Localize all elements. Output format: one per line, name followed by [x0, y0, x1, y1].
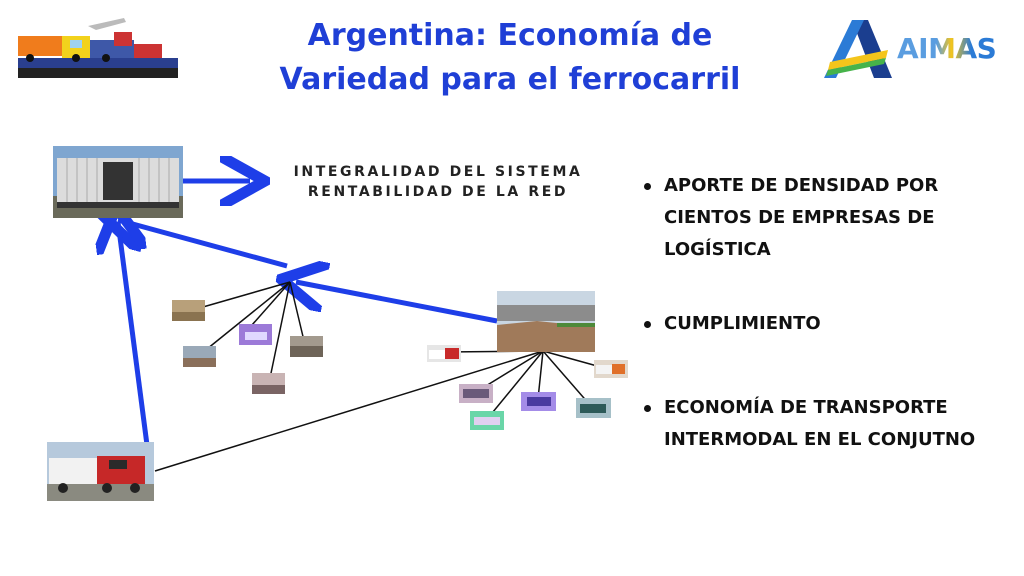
bullet-text: CIENTOS DE EMPRESAS DE: [664, 207, 935, 228]
truck-image: [47, 442, 154, 501]
photo-thumbnail: [459, 384, 493, 403]
bullet-compliance: CUMPLIMIENTO: [640, 308, 1020, 340]
bullet-text: LOGÍSTICA: [664, 239, 771, 260]
left-hub-lines: [195, 281, 306, 379]
photo-thumbnail: [252, 373, 285, 394]
photo-thumbnail: [290, 336, 323, 357]
bullet-text: INTERMODAL EN EL CONJUTNO: [664, 429, 976, 450]
page-title: Argentina: Economía de Variedad para el …: [250, 14, 770, 102]
aimas-brand-text: AIMAS: [897, 32, 997, 65]
bullet-intermodal: ECONOMÍA DE TRANSPORTE INTERMODAL EN EL …: [640, 392, 1020, 456]
title-line-1: Argentina: Economía de: [307, 18, 713, 53]
bullet-text: ECONOMÍA DE TRANSPORTE: [664, 397, 948, 418]
aimas-logo-icon: [824, 20, 892, 78]
system-text: INTEGRALIDAD DEL SISTEMA RENTABILIDAD DE…: [268, 162, 608, 202]
aimas-wordmark: AIMAS: [897, 32, 997, 65]
system-text-line-1: INTEGRALIDAD DEL SISTEMA: [293, 164, 583, 180]
bullet-density: APORTE DE DENSIDAD POR CIENTOS DE EMPRES…: [640, 170, 1020, 266]
photo-thumbnail: [594, 360, 628, 378]
bullet-text: CUMPLIMIENTO: [664, 313, 821, 334]
photo-thumbnail: [470, 411, 504, 430]
bullet-text: APORTE DE DENSIDAD POR: [664, 175, 939, 196]
title-line-2: Variedad para el ferrocarril: [279, 62, 741, 97]
arrow-warehouse-to-hub: [296, 282, 498, 324]
photo-thumbnail: [427, 345, 461, 362]
benefits-list: APORTE DE DENSIDAD POR CIENTOS DE EMPRES…: [640, 170, 1020, 456]
warehouse-image: [497, 291, 595, 352]
arrow-truck-to-train: [118, 222, 153, 469]
photo-thumbnail: [172, 300, 205, 321]
photo-thumbnail: [521, 392, 556, 411]
photo-thumbnail: [183, 346, 216, 367]
system-text-line-2: RENTABILIDAD DE LA RED: [307, 184, 569, 200]
arrow-hub-to-train: [118, 220, 288, 269]
transport-logo-icon: [18, 18, 178, 78]
photo-thumbnail: [576, 398, 611, 418]
photo-thumbnail: [239, 324, 272, 345]
boxcar-image: [53, 146, 183, 218]
right-hub-lines: [154, 350, 609, 472]
